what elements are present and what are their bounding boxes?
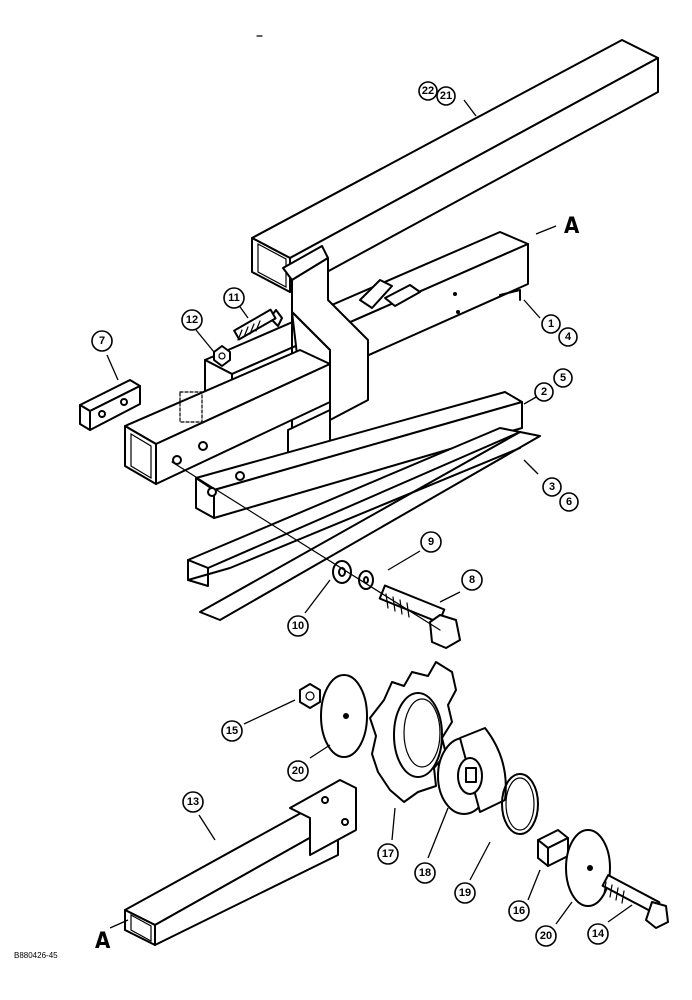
bearing-arm-tube <box>124 779 357 946</box>
callout-11[interactable]: 11 <box>223 287 245 309</box>
callout-4-label: 4 <box>565 331 572 343</box>
callout-14-label: 14 <box>592 928 605 940</box>
callout-9-label: 9 <box>428 536 434 548</box>
callout-15-label: 15 <box>226 725 238 737</box>
nut <box>299 683 321 709</box>
bolt-lower <box>601 874 669 929</box>
callout-2-label: 2 <box>541 386 547 398</box>
callout-8[interactable]: 8 <box>461 569 483 591</box>
callout-12[interactable]: 12 <box>181 309 203 331</box>
callout-1-label: 1 <box>548 318 554 330</box>
callout-13[interactable]: 13 <box>182 791 204 813</box>
callout-15[interactable]: 15 <box>221 720 243 742</box>
callout-21-22[interactable]: 22 21 <box>418 81 456 106</box>
channel <box>195 391 523 519</box>
callout-12-label: 12 <box>186 314 198 326</box>
callout-20-lower[interactable]: 20 <box>535 925 557 947</box>
bearing <box>437 727 507 815</box>
callout-6-label: 6 <box>566 496 572 508</box>
callout-7-label: 7 <box>99 335 105 347</box>
section-letter-a-top: A <box>564 214 580 239</box>
callout-5-label: 5 <box>560 372 566 384</box>
section-letter-a-bottom: A <box>95 929 111 954</box>
callout-20-upper[interactable]: 20 <box>287 760 309 782</box>
wear-strip <box>187 427 541 621</box>
callout-17[interactable]: 17 <box>377 843 399 865</box>
hex-bolt <box>378 584 461 649</box>
callout-22-label: 22 <box>422 85 434 97</box>
front-square-tube <box>124 349 331 485</box>
callout-11-label: 11 <box>228 292 240 304</box>
callout-21-label: 21 <box>440 90 452 102</box>
callout-16[interactable]: 16 <box>508 900 530 922</box>
callout-17-label: 17 <box>382 848 394 860</box>
long-square-tube <box>251 39 659 293</box>
snap-ring <box>501 773 539 835</box>
callout-14[interactable]: 14 <box>587 923 609 945</box>
square-spacer <box>537 829 569 867</box>
callout-3-label: 3 <box>549 481 555 493</box>
callout-20-upper-label: 20 <box>292 765 304 777</box>
bolt-and-nut <box>213 308 283 367</box>
leader-lines <box>106 99 633 929</box>
disc-washer-lower <box>565 829 611 907</box>
callout-1-4[interactable]: 1 4 <box>541 314 578 347</box>
callout-18-label: 18 <box>419 867 431 879</box>
callout-8-label: 8 <box>469 574 475 586</box>
callout-2-5[interactable]: 2 5 <box>534 368 573 402</box>
figure-id: B880426-45 <box>14 951 58 960</box>
callout-3-6[interactable]: 3 6 <box>542 477 579 512</box>
block <box>79 379 141 431</box>
callout-19-label: 19 <box>459 887 471 899</box>
callout-19[interactable]: 19 <box>454 882 476 904</box>
sprocket <box>369 661 457 803</box>
callout-20-lower-label: 20 <box>540 930 552 942</box>
callout-16-label: 16 <box>513 905 525 917</box>
callout-9[interactable]: 9 <box>420 531 442 553</box>
callout-10-label: 10 <box>292 620 304 632</box>
callout-13-label: 13 <box>187 796 199 808</box>
callout-10[interactable]: 10 <box>287 615 309 637</box>
disc-washer-upper <box>320 674 368 758</box>
callout-7[interactable]: 7 <box>91 330 113 352</box>
callout-18[interactable]: 18 <box>414 862 436 884</box>
